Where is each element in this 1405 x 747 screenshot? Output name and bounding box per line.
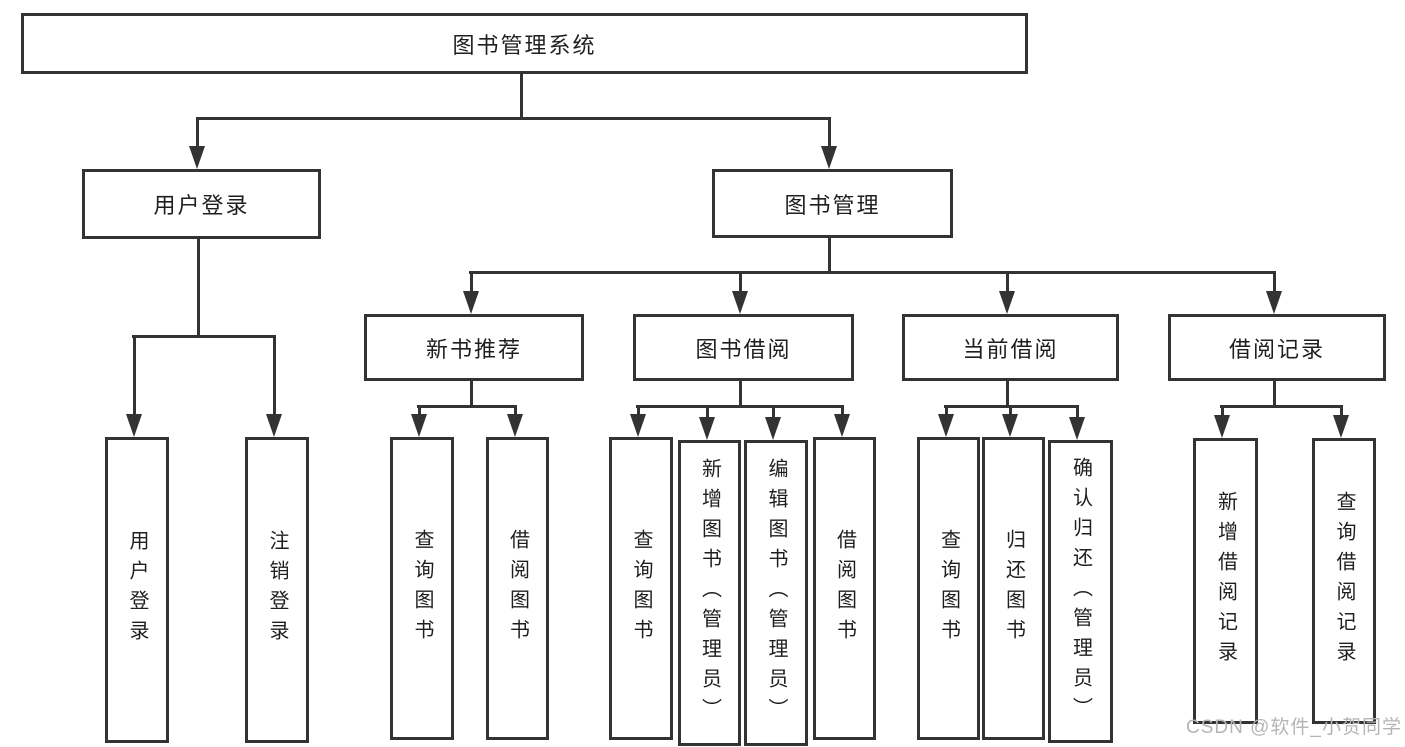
connector-vline bbox=[417, 406, 421, 421]
connector-vline bbox=[1008, 406, 1012, 421]
connector-vline bbox=[469, 375, 473, 407]
node-root: 图书管理系统 bbox=[21, 13, 1028, 74]
node-leaf-query-book-2: 查询图书 bbox=[609, 437, 673, 740]
connector-vline bbox=[1075, 406, 1079, 423]
connector-hline bbox=[417, 404, 517, 408]
connector-vline bbox=[827, 232, 831, 273]
node-leaf-return-book: 归还图书 bbox=[982, 437, 1045, 740]
node-leaf-query-borrow-record: 查询借阅记录 bbox=[1312, 438, 1376, 724]
connector-vline bbox=[272, 336, 276, 420]
arrow-down-icon bbox=[821, 146, 837, 169]
arrow-down-icon bbox=[938, 414, 954, 437]
arrow-down-icon bbox=[1002, 414, 1018, 437]
connector-vline bbox=[132, 336, 136, 420]
connector-vline bbox=[944, 406, 948, 421]
arrow-down-icon bbox=[834, 414, 850, 437]
arrow-down-icon bbox=[411, 414, 427, 437]
arrow-down-icon bbox=[699, 417, 715, 440]
node-leaf-edit-book: 编辑图书（管理员） bbox=[744, 440, 808, 746]
node-leaf-confirm-return: 确认归还（管理员） bbox=[1048, 440, 1113, 743]
node-book-management: 图书管理 bbox=[712, 169, 953, 238]
connector-vline bbox=[840, 406, 844, 421]
arrow-down-icon bbox=[1266, 291, 1282, 314]
connector-hline bbox=[196, 116, 831, 120]
node-leaf-query-book-3: 查询图书 bbox=[917, 437, 980, 740]
arrow-down-icon bbox=[463, 291, 479, 314]
arrow-down-icon bbox=[630, 414, 646, 437]
node-new-book-recommend: 新书推荐 bbox=[364, 314, 584, 381]
node-leaf-query-book-1: 查询图书 bbox=[390, 437, 454, 740]
arrow-down-icon bbox=[126, 414, 142, 437]
arrow-down-icon bbox=[266, 414, 282, 437]
connector-hline bbox=[132, 334, 276, 338]
watermark: CSDN @软件_小贺同学 bbox=[1186, 717, 1402, 738]
arrow-down-icon bbox=[765, 417, 781, 440]
node-leaf-borrow-book-2: 借阅图书 bbox=[813, 437, 876, 740]
connector-vline bbox=[1272, 272, 1276, 298]
connector-vline bbox=[519, 68, 523, 118]
connector-vline bbox=[469, 272, 473, 298]
connector-vline bbox=[636, 406, 640, 421]
connector-vline bbox=[738, 375, 742, 407]
arrow-down-icon bbox=[1214, 415, 1230, 438]
connector-vline bbox=[1220, 406, 1224, 421]
connector-vline bbox=[827, 118, 831, 152]
node-book-borrow: 图书借阅 bbox=[633, 314, 854, 381]
connector-hline bbox=[469, 270, 1276, 274]
connector-vline bbox=[705, 406, 709, 423]
arrow-down-icon bbox=[189, 146, 205, 169]
node-borrow-record: 借阅记录 bbox=[1168, 314, 1386, 381]
connector-vline bbox=[513, 406, 517, 421]
arrow-down-icon bbox=[507, 414, 523, 437]
connector-vline bbox=[195, 118, 199, 152]
arrow-down-icon bbox=[999, 291, 1015, 314]
connector-vline bbox=[771, 406, 775, 423]
arrow-down-icon bbox=[1069, 417, 1085, 440]
node-current-borrow: 当前借阅 bbox=[902, 314, 1119, 381]
connector-vline bbox=[196, 233, 200, 336]
arrow-down-icon bbox=[1333, 415, 1349, 438]
node-user-login: 用户登录 bbox=[82, 169, 321, 239]
connector-hline bbox=[1220, 404, 1343, 408]
node-leaf-user-login: 用户登录 bbox=[105, 437, 169, 743]
connector-vline bbox=[1005, 375, 1009, 407]
arrow-down-icon bbox=[732, 291, 748, 314]
connector-hline bbox=[636, 404, 844, 408]
connector-vline bbox=[1272, 375, 1276, 407]
node-leaf-borrow-book-1: 借阅图书 bbox=[486, 437, 549, 740]
node-leaf-add-borrow-record: 新增借阅记录 bbox=[1193, 438, 1258, 724]
connector-vline bbox=[1005, 272, 1009, 298]
connector-vline bbox=[738, 272, 742, 298]
connector-hline bbox=[944, 404, 1079, 408]
node-leaf-logout: 注销登录 bbox=[245, 437, 309, 743]
node-leaf-add-book: 新增图书（管理员） bbox=[678, 440, 741, 746]
connector-vline bbox=[1339, 406, 1343, 421]
